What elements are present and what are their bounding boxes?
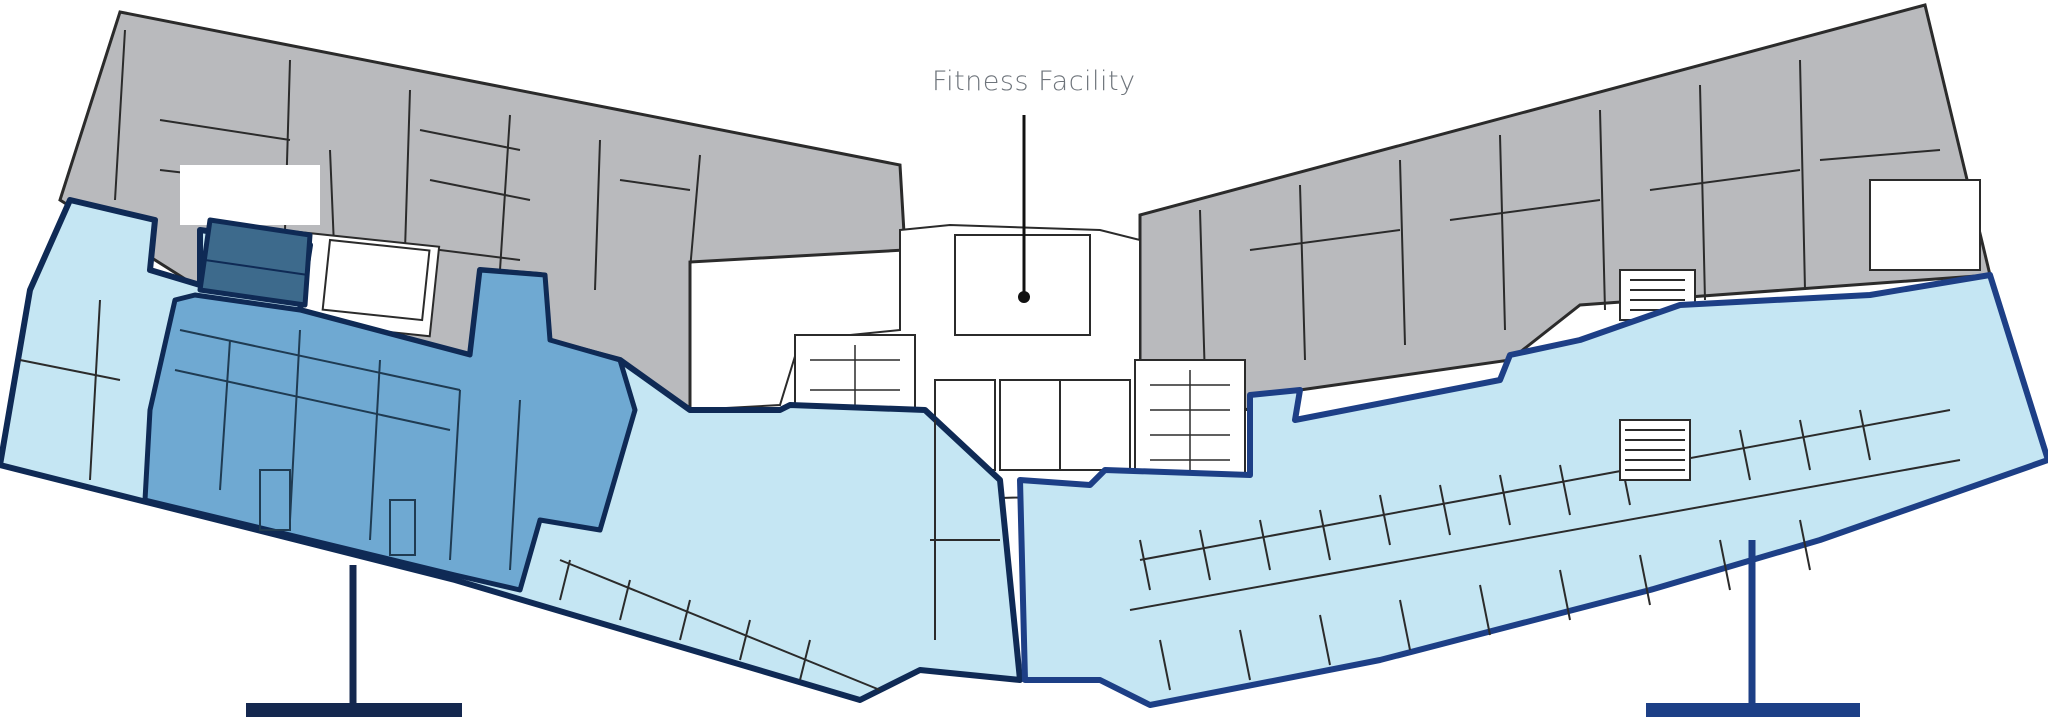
east-wing-existing (1138, 3, 1992, 412)
east-suite-available (1017, 272, 2048, 708)
west-suite-legend-bar (246, 703, 462, 717)
stair-icon (1619, 419, 1691, 481)
west-suite-small-room (197, 217, 313, 308)
east-suite-legend-bar (1646, 703, 1860, 717)
west-suite-sub-unit (142, 267, 638, 593)
pin-dot-icon (1018, 291, 1030, 303)
fitness-facility-label: Fitness Facility (932, 66, 1136, 97)
